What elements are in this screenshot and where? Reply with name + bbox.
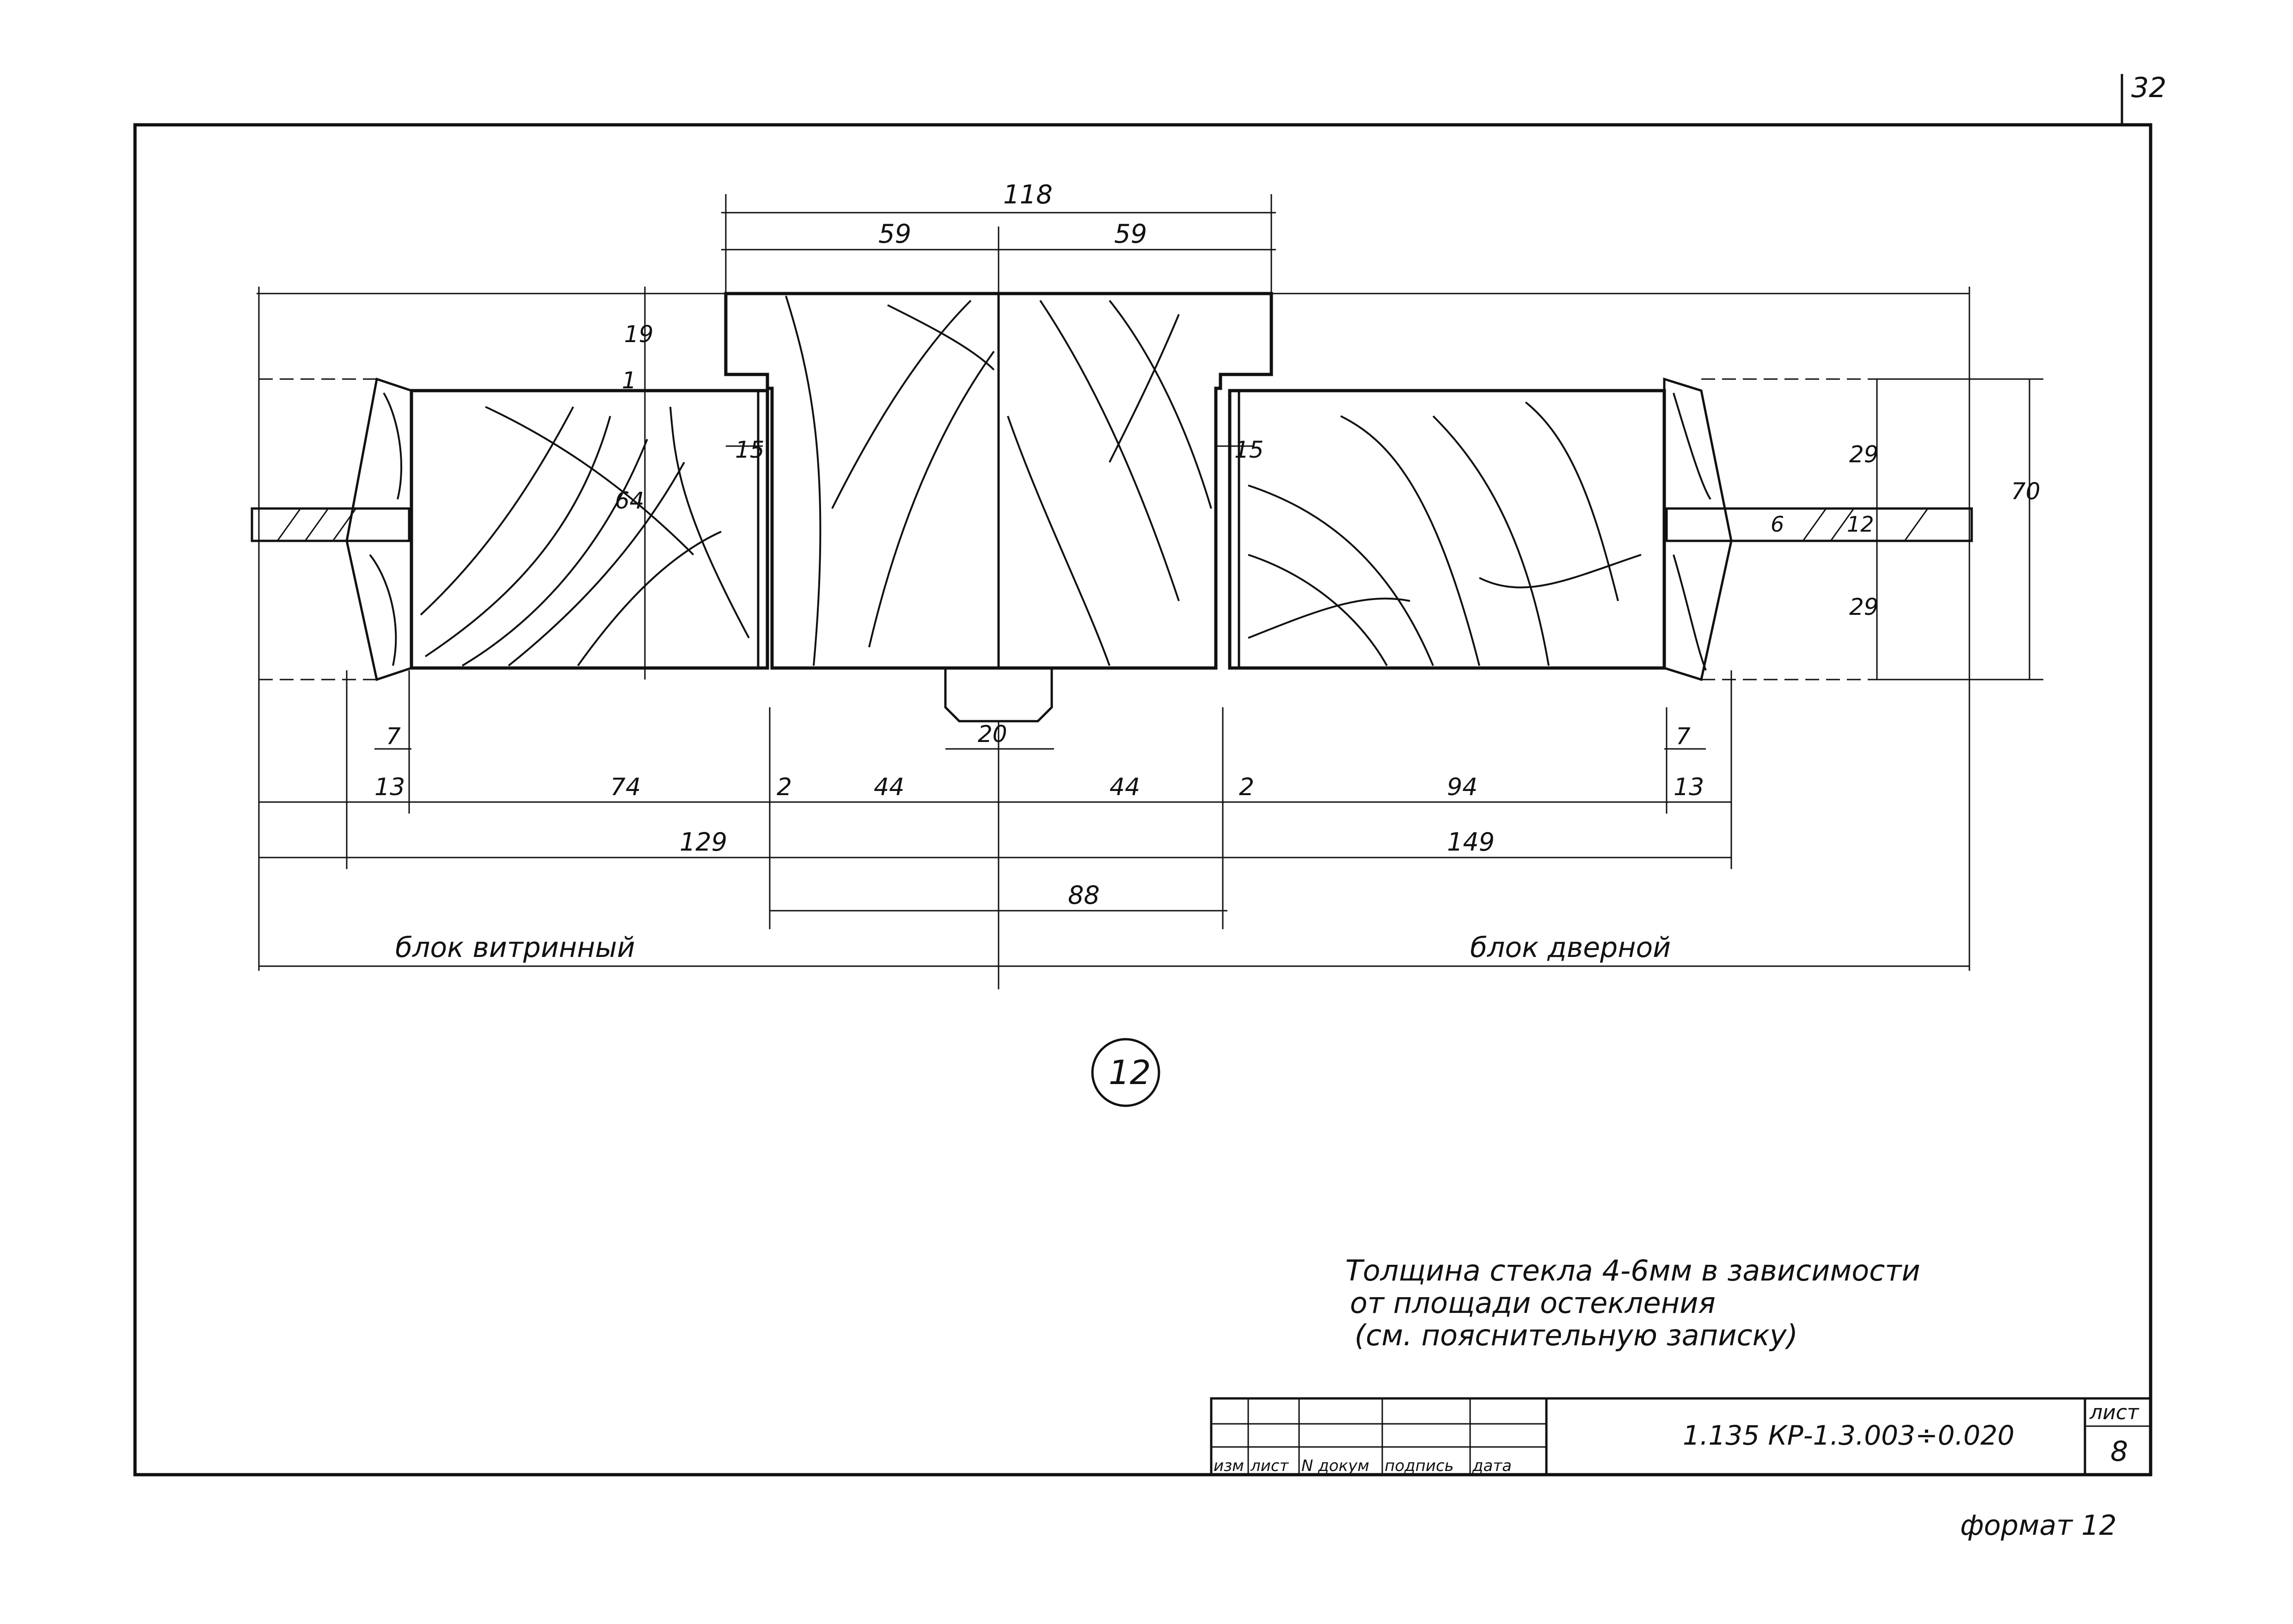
left-block-label: блок витринный [395,932,635,964]
dim-left-bead-inner: 7 [386,723,401,750]
title-header-data: дата [1472,1457,1512,1475]
sheet-label: лист [2089,1401,2140,1424]
format-label: формат 12 [1960,1509,2117,1542]
title-header-ndokum: N докум [1301,1457,1369,1475]
dim-top-total: 118 [1003,180,1053,210]
dim-right-bead-inner: 7 [1676,723,1691,750]
note-line-1: Толщина стекла 4-6мм в зависимости [1345,1254,1920,1287]
detail-marker [1091,1038,1160,1107]
title-header-list: лист [1250,1457,1289,1475]
dim-bottom-tab: 20 [978,721,1007,748]
dim-center-width: 88 [1068,881,1100,910]
dim-right-upper: 29 [1849,441,1879,468]
note-line-3: (см. пояснительную записку) [1355,1318,1798,1352]
dim-right-bead: 13 [1674,773,1704,801]
note-line-2: от площади остекления [1350,1286,1716,1320]
dim-left-gap-small: 1 [622,367,637,394]
page-number: 32 [2131,72,2166,104]
dim-left-gap: 19 [624,321,654,348]
dim-left-frame: 74 [610,773,641,801]
title-block [1210,1397,2152,1476]
dim-left-bead: 13 [374,773,405,801]
dim-top-left-half: 59 [878,219,911,249]
dim-left-gap-2: 2 [777,773,792,801]
wood-grain [369,295,1711,671]
dim-right-frame: 94 [1447,773,1478,801]
dim-right-gap-2: 2 [1239,773,1254,801]
sheet-number: 8 [2110,1435,2128,1468]
dim-right-block-width: 149 [1447,827,1495,857]
dimension-lines [257,194,2043,989]
dim-right-total: 70 [2011,478,2041,505]
dim-center-left: 44 [874,773,904,801]
dim-left-groove: 15 [735,436,765,463]
dim-right-glass: 12 [1847,512,1874,537]
title-header-podpis: подпись [1385,1457,1454,1475]
dim-right-lower: 29 [1849,594,1879,620]
detail-number: 12 [1109,1053,1151,1092]
sheet-frame [133,74,2152,1477]
section-outline [251,292,1973,723]
dim-top-right-half: 59 [1114,219,1147,249]
right-block-label: блок дверной [1470,932,1671,964]
dim-right-groove: 15 [1234,436,1264,463]
dim-left-height: 64 [615,487,644,514]
dim-right-glass-gap: 6 [1771,512,1784,537]
dim-left-block-width: 129 [680,827,727,857]
dim-center-right: 44 [1110,773,1140,801]
title-header-izm: изм [1214,1457,1244,1475]
document-code: 1.135 КР-1.3.003÷0.020 [1683,1420,2015,1451]
